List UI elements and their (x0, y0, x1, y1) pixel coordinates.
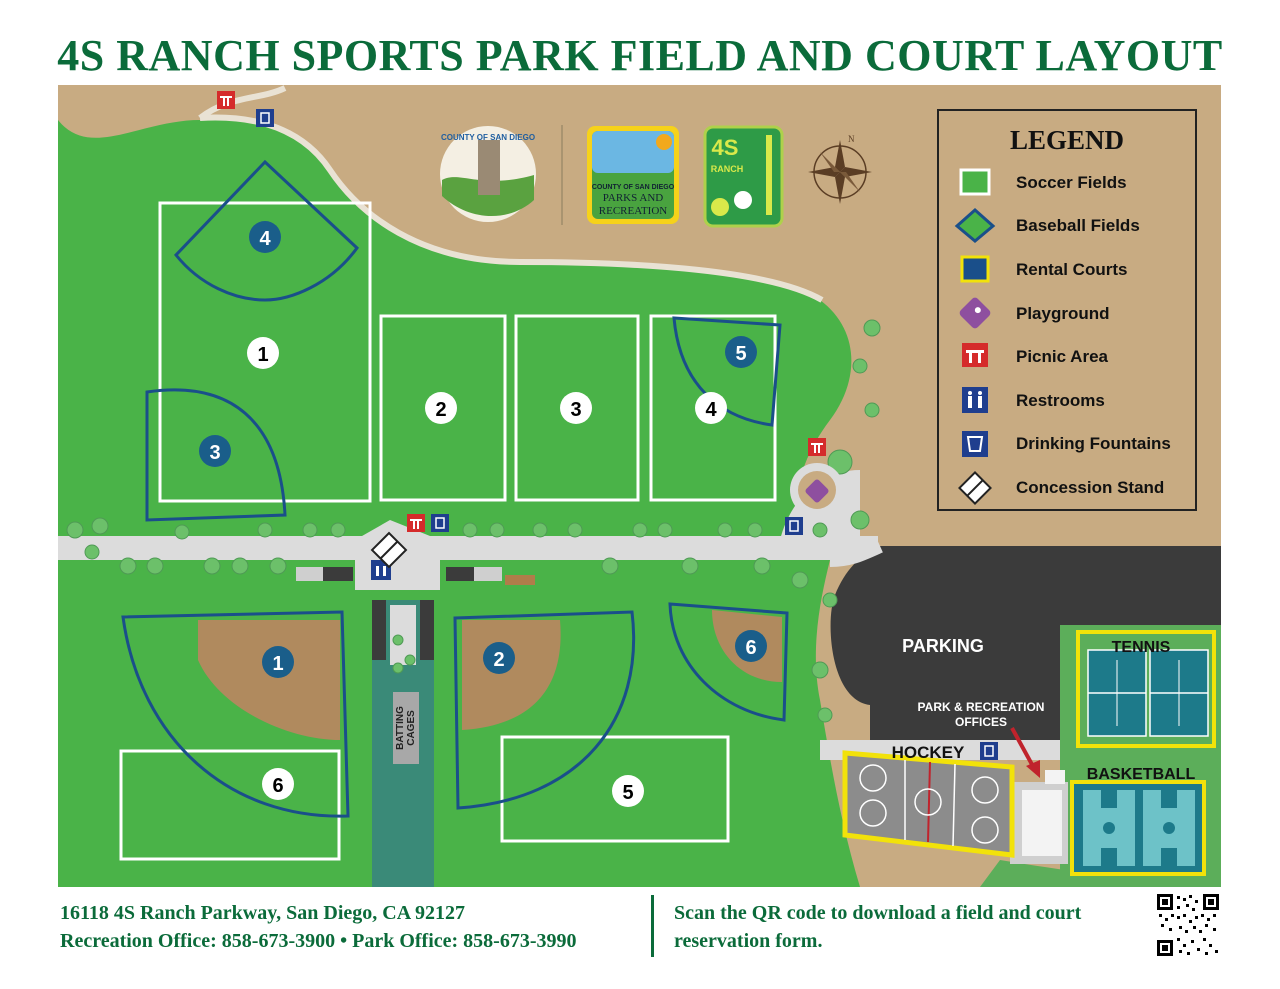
baseball-markers: 1 2 3 4 5 6 (199, 221, 767, 678)
lower-baseball-fields (121, 602, 789, 818)
baseball-marker-5: 5 (735, 343, 746, 365)
soccer-field-icon (959, 168, 991, 196)
offices-label-2: OFFICES (955, 715, 1007, 729)
fountain-icon (256, 109, 274, 127)
parks-logo-line2: RECREATION (599, 205, 668, 217)
soccer-field-1 (158, 201, 372, 503)
legend-item-baseball: Baseball Fields (1016, 216, 1140, 235)
county-logo: COUNTY OF SAN DIEGO (440, 126, 536, 222)
baseball-marker-2: 2 (493, 649, 504, 671)
fountain-icon (962, 431, 988, 457)
tennis-label: TENNIS (1112, 639, 1171, 656)
restroom-icon (962, 387, 988, 413)
legend-item-concession: Concession Stand (1016, 478, 1164, 497)
county-logo-text: COUNTY OF SAN DIEGO (441, 133, 535, 142)
tennis-courts (1076, 630, 1216, 748)
legend-item-playground: Playground (1016, 304, 1110, 323)
offices-label-1: PARK & RECREATION (918, 700, 1045, 714)
offices-arrow (1010, 727, 1037, 771)
legend-item-picnic: Picnic Area (1016, 347, 1109, 366)
tree-row (66, 319, 881, 723)
baseball-marker-3: 3 (209, 442, 220, 464)
compass-north-label: N (848, 134, 855, 144)
soccer-marker-5: 5 (622, 782, 633, 804)
soccer-field-4 (649, 314, 777, 502)
parking-label: PARKING (902, 636, 984, 656)
playground-icon (959, 297, 991, 329)
fountain-icon (785, 517, 803, 535)
basketball-courts (1070, 780, 1206, 876)
compass-icon: N (808, 134, 872, 204)
parks-recreation-logo: COUNTY OF SAN DIEGO PARKS AND RECREATION (587, 126, 679, 224)
lower-soccer-fields (119, 735, 730, 861)
baseball-field-4 (174, 159, 359, 302)
legend: LEGEND Soccer Fields Baseball Fields Ren… (937, 109, 1197, 511)
baseball-field-3 (145, 388, 287, 522)
baseball-marker-4: 4 (259, 228, 271, 250)
baseball-field-6 (668, 602, 789, 722)
soccer-marker-1: 1 (257, 344, 268, 366)
concession-icon (958, 471, 992, 505)
footer-qr-line1: Scan the QR code to download a field and… (674, 902, 1082, 924)
baseball-field-2 (453, 610, 636, 810)
picnic-icon (808, 438, 826, 456)
batting-cages-label-1: BATTING (395, 706, 406, 750)
baseball-marker-6: 6 (745, 637, 756, 659)
page-title: 4S RANCH SPORTS PARK FIELD AND COURT LAY… (57, 31, 1223, 80)
ranch-logo-text: RANCH (711, 164, 744, 174)
soccer-marker-3: 3 (570, 399, 581, 421)
soccer-field-3 (514, 314, 640, 502)
concession-icon (370, 531, 408, 569)
fourS-logo-text: 4S (712, 135, 739, 160)
hockey-rink (842, 750, 1015, 858)
soccer-field-2 (379, 314, 507, 502)
upper-grass (58, 117, 852, 540)
legend-item-restrooms: Restrooms (1016, 391, 1105, 410)
basketball-label: BASKETBALL (1087, 766, 1196, 783)
footer-address: 16118 4S Ranch Parkway, San Diego, CA 92… (60, 902, 466, 924)
footer-divider (651, 895, 654, 957)
legend-item-courts: Rental Courts (1016, 260, 1127, 279)
fountain-icon (980, 742, 998, 760)
legend-item-fountains: Drinking Fountains (1016, 434, 1171, 453)
fourS-ranch-logo: 4S RANCH (703, 125, 784, 228)
soccer-markers: 1 2 3 4 5 6 (247, 337, 727, 807)
baseball-marker-1: 1 (272, 653, 283, 675)
parks-logo-line1: PARKS AND (603, 192, 663, 204)
walkway (58, 536, 878, 560)
parks-logo-top: COUNTY OF SAN DIEGO (592, 184, 675, 191)
batting-cages-label-2: CAGES (406, 710, 417, 746)
picnic-icon (217, 91, 235, 109)
rental-court-icon (960, 255, 990, 283)
footer-qr-line2: reservation form. (674, 930, 823, 952)
qr-code[interactable] (1155, 892, 1221, 958)
soccer-marker-6: 6 (272, 775, 283, 797)
batting-cages (393, 692, 419, 764)
upper-soccer-fields (158, 201, 777, 503)
picnic-icon (962, 343, 988, 367)
legend-heading: LEGEND (1010, 125, 1124, 155)
soccer-field-5 (500, 735, 730, 843)
soccer-field-6 (119, 749, 341, 861)
soccer-marker-2: 2 (435, 399, 446, 421)
map-amenity-icons (217, 91, 998, 760)
legend-item-soccer: Soccer Fields (1016, 173, 1127, 192)
footer-phones: Recreation Office: 858-673-3900 • Park O… (60, 930, 577, 952)
baseball-field-1 (121, 610, 350, 818)
fountain-icon (431, 514, 449, 532)
parking-lot (830, 546, 1221, 740)
baseball-field-icon (954, 207, 996, 243)
playground-icon (805, 479, 829, 503)
soccer-marker-4: 4 (705, 399, 717, 421)
picnic-icon (407, 514, 425, 532)
hockey-label: HOCKEY (892, 743, 965, 762)
